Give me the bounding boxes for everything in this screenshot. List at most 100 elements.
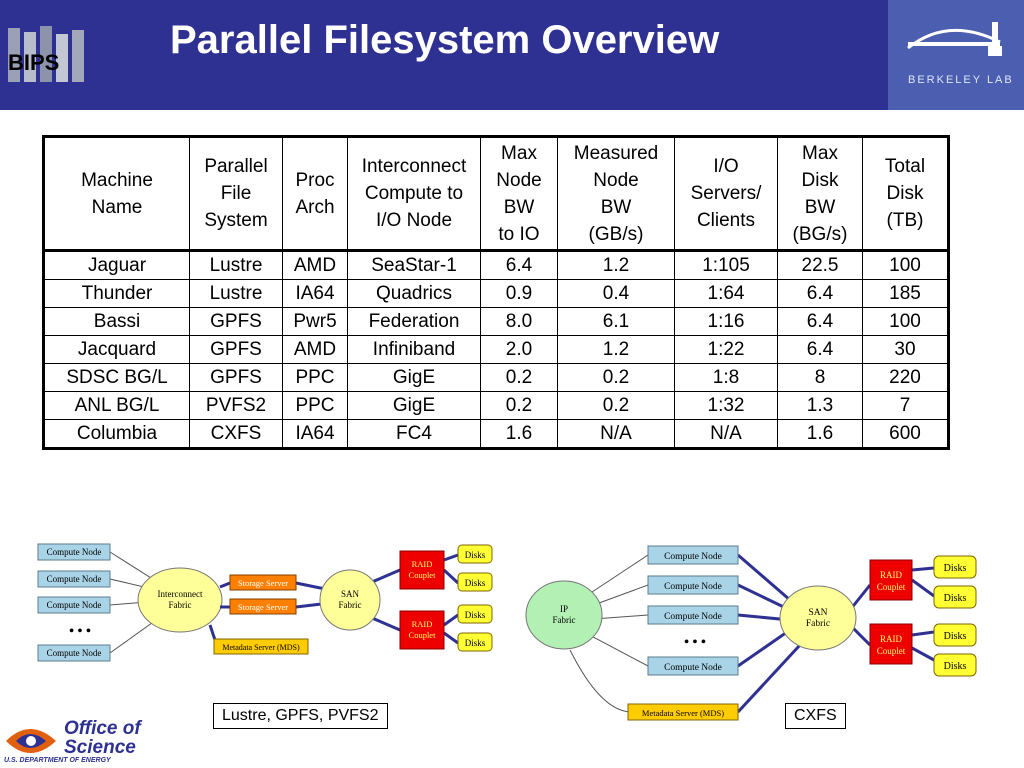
- bips-logo-text: BIPS: [8, 50, 60, 75]
- left-diagram-caption: Lustre, GPFS, PVFS2: [213, 703, 388, 729]
- lustre-architecture-diagram: Compute Node Compute Node Compute Node •…: [37, 543, 493, 662]
- ip-fabric-cloud: IP Fabric: [525, 580, 603, 650]
- table-cell: N/A: [557, 419, 675, 449]
- table-cell: AMD: [282, 250, 348, 280]
- table-cell: Lustre: [189, 250, 283, 280]
- svg-text:Disks: Disks: [465, 638, 486, 648]
- table-cell: 600: [862, 419, 949, 449]
- table-cell: Pwr5: [282, 307, 348, 336]
- table-cell: 30: [862, 335, 949, 364]
- table-cell: 22.5: [777, 250, 863, 280]
- table-cell: 1:32: [674, 391, 778, 420]
- doe-label: U.S. DEPARTMENT OF ENERGY: [4, 757, 111, 764]
- compute-node: Compute Node: [647, 545, 739, 565]
- table-cell: GPFS: [189, 363, 283, 392]
- table-cell: 1:16: [674, 307, 778, 336]
- compute-node: Compute Node: [37, 570, 111, 588]
- svg-text:Disks: Disks: [944, 661, 967, 672]
- table-cell: 1.2: [557, 335, 675, 364]
- svg-text:IP: IP: [560, 604, 568, 614]
- table-row: Jaguar Lustre AMD SeaStar-1 6.4 1.2 1:10…: [43, 250, 949, 280]
- san-fabric-cloud: SAN Fabric: [779, 585, 857, 651]
- table-cell: 185: [862, 279, 949, 308]
- disks: Disks: [457, 604, 493, 624]
- table-cell: IA64: [282, 279, 348, 308]
- svg-text:Interconnect: Interconnect: [158, 589, 203, 599]
- table-cell: 6.4: [777, 279, 863, 308]
- interconnect-fabric-cloud: Interconnect Fabric: [137, 567, 223, 633]
- table-cell: Lustre: [189, 279, 283, 308]
- table-cell: 8.0: [480, 307, 558, 336]
- svg-text:Couplet: Couplet: [877, 646, 906, 656]
- compute-node: Compute Node: [37, 644, 111, 662]
- compute-node: Compute Node: [647, 575, 739, 595]
- svg-text:Disks: Disks: [465, 610, 486, 620]
- compute-node: Compute Node: [647, 605, 739, 625]
- disks: Disks: [457, 544, 493, 564]
- disks: Disks: [933, 623, 977, 647]
- table-cell: 100: [862, 307, 949, 336]
- table-cell: 1.2: [557, 250, 675, 280]
- table-row: Columbia CXFS IA64 FC4 1.6 N/A N/A 1.6 6…: [43, 419, 949, 449]
- table-cell: 100: [862, 250, 949, 280]
- compute-node: Compute Node: [37, 543, 111, 561]
- table-cell: Quadrics: [347, 279, 481, 308]
- disks: Disks: [933, 585, 977, 609]
- raid-couplet: RAID Couplet: [399, 610, 445, 650]
- svg-text:SAN: SAN: [341, 589, 360, 599]
- svg-text:Fabric: Fabric: [169, 600, 192, 610]
- table-cell: GPFS: [189, 335, 283, 364]
- disks: Disks: [457, 632, 493, 652]
- disks: Disks: [933, 555, 977, 579]
- disks: Disks: [933, 653, 977, 677]
- table-cell: 0.2: [480, 391, 558, 420]
- svg-text:RAID: RAID: [412, 619, 433, 629]
- svg-text:RAID: RAID: [880, 634, 902, 644]
- table-cell: 6.4: [777, 307, 863, 336]
- svg-text:Fabric: Fabric: [553, 615, 576, 625]
- table-cell: Federation: [347, 307, 481, 336]
- table-cell: Jacquard: [43, 335, 190, 364]
- berkeley-lab-icon: [907, 22, 1002, 56]
- svg-text:Compute Node: Compute Node: [47, 574, 102, 584]
- svg-text:Fabric: Fabric: [806, 619, 830, 629]
- page-title: Parallel Filesystem Overview: [170, 18, 720, 62]
- table-cell: 6.4: [777, 335, 863, 364]
- raid-couplet: RAID Couplet: [869, 559, 913, 601]
- berkeley-lab-label: BERKELEY LAB: [908, 74, 1014, 86]
- svg-text:Disks: Disks: [944, 563, 967, 574]
- ellipsis: • • •: [684, 635, 706, 650]
- table-cell: PVFS2: [189, 391, 283, 420]
- table-cell: GigE: [347, 391, 481, 420]
- table-row: Bassi GPFS Pwr5 Federation 8.0 6.1 1:16 …: [43, 307, 949, 336]
- table-cell: 1:105: [674, 250, 778, 280]
- san-fabric-cloud: SAN Fabric: [319, 569, 381, 631]
- table-cell: 1:64: [674, 279, 778, 308]
- svg-text:Compute Node: Compute Node: [664, 552, 722, 562]
- metadata-server: Metadata Server (MDS): [213, 638, 309, 655]
- metadata-server: Metadata Server (MDS): [627, 703, 739, 721]
- table-cell: GigE: [347, 363, 481, 392]
- bips-logo: [8, 26, 84, 82]
- table-cell: 8: [777, 363, 863, 392]
- table-cell: 2.0: [480, 335, 558, 364]
- table-cell: 220: [862, 363, 949, 392]
- table-cell: FC4: [347, 419, 481, 449]
- storage-server: Storage Server: [229, 574, 297, 591]
- table-cell: IA64: [282, 419, 348, 449]
- svg-text:Storage Server: Storage Server: [238, 578, 288, 588]
- table-cell: SeaStar-1: [347, 250, 481, 280]
- table-cell: N/A: [674, 419, 778, 449]
- table-row: Jacquard GPFS AMD Infiniband 2.0 1.2 1:2…: [43, 335, 949, 364]
- table-cell: Jaguar: [43, 250, 190, 280]
- office-of-label: Office of: [64, 718, 141, 739]
- svg-text:Fabric: Fabric: [339, 600, 362, 610]
